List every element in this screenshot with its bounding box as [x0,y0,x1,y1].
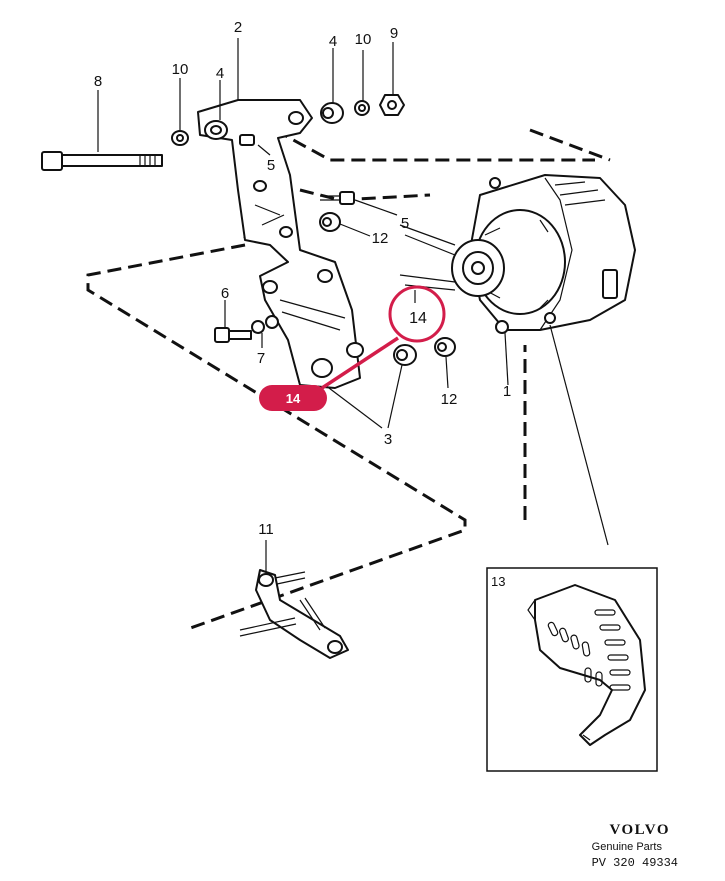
mounting-bracket [197,99,364,389]
label-12-lower: 12 [441,391,458,408]
heat-shield [527,584,646,746]
label-9: 9 [390,25,398,42]
circled-label-14: 14 [409,310,427,327]
washer-7 [251,320,265,334]
label-4-left: 4 [216,65,224,82]
label-10-right: 10 [355,31,372,48]
highlight-badge-text: 14 [286,391,301,406]
label-2: 2 [234,19,242,36]
highlight-line [321,336,399,390]
brand-tagline: Genuine Parts [592,841,663,853]
highlight-circle [388,285,446,343]
highlight-callout: 14 14 [259,285,446,411]
diagram-code: PV 320 49334 [592,856,678,870]
long-bolt [41,151,163,171]
bolt-5-lower [320,191,355,205]
label-5-upper: 5 [267,157,275,174]
label-10-left: 10 [172,61,189,78]
footer-branding: VOLVO Genuine Parts PV 320 49334 [592,822,678,870]
label-3: 3 [384,431,392,448]
shield-slots [547,609,631,691]
highlight-badge [259,385,327,411]
spacer-12-upper-hole [322,217,332,227]
alternator [399,174,636,546]
label-1: 1 [503,383,511,400]
inset-heat-shield: 13 [486,567,658,772]
bushing-washer-nut [320,94,405,124]
adjusting-bracket [239,569,349,659]
label-5-lower: 5 [401,215,409,232]
label-11: 11 [258,521,274,538]
part-labels: 2 8 10 4 4 10 9 5 5 12 6 7 3 12 1 11 [94,19,511,538]
washer-7b [265,315,279,329]
label-8: 8 [94,73,102,90]
washer-left-hole [176,134,184,142]
assembly-dashed-lines [86,128,611,632]
spacer-12-lower-hole [437,342,447,352]
label-13: 13 [491,574,505,589]
bolt-6 [214,327,252,343]
brand-name: VOLVO [609,822,670,838]
label-12-upper: 12 [372,230,389,247]
leader-lines [97,38,509,572]
bolt-5-upper [239,134,255,146]
label-4-right: 4 [329,33,337,50]
label-6: 6 [221,285,229,302]
label-7: 7 [257,350,265,367]
bushing-3-hole [396,349,408,361]
